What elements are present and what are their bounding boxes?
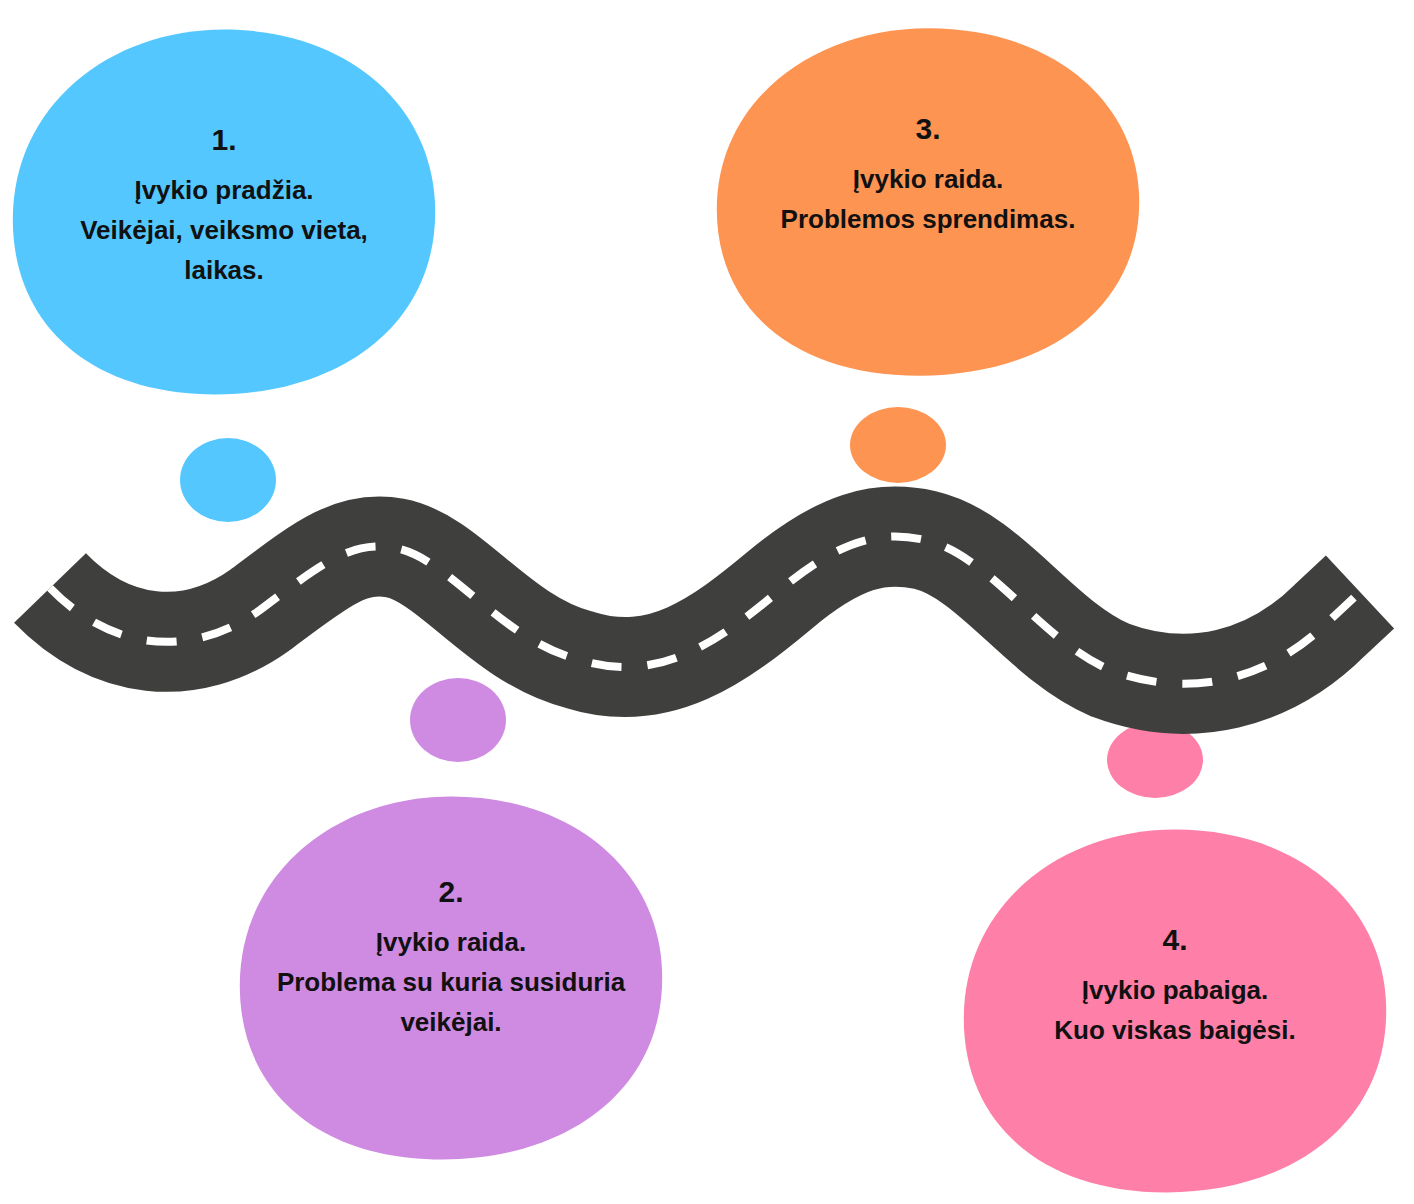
step-text: Problema su kuria susiduria veikėjai. bbox=[271, 962, 631, 1043]
step-number: 2. bbox=[271, 869, 631, 916]
step-text: Įvykio raida. bbox=[748, 159, 1108, 199]
story-bubble: 1. Įvykio pradžia.Veikėjai, veiksmo vieta… bbox=[4, 22, 444, 402]
step-number: 4. bbox=[995, 917, 1355, 964]
step-text: Įvykio pradžia. bbox=[44, 170, 404, 210]
road-center-line bbox=[50, 537, 1360, 684]
step-text: Problemos sprendimas. bbox=[748, 199, 1108, 239]
bubble-text: 1. Įvykio pradžia.Veikėjai, veiksmo vieta… bbox=[44, 117, 404, 290]
small-bubble bbox=[410, 678, 506, 762]
step-text: Įvykio pabaiga. bbox=[995, 970, 1355, 1010]
bubble-shape bbox=[4, 22, 444, 402]
small-bubble bbox=[180, 438, 276, 522]
bubble-text: 4. Įvykio pabaiga.Kuo viskas baigėsi. bbox=[995, 917, 1355, 1050]
step-number: 1. bbox=[44, 117, 404, 164]
story-bubble: 2. Įvykio raida.Problema su kuria susidur… bbox=[231, 789, 671, 1167]
road bbox=[50, 537, 1360, 684]
step-text: Įvykio raida. bbox=[271, 922, 631, 962]
bubble-text: 3. Įvykio raida.Problemos sprendimas. bbox=[748, 106, 1108, 239]
bubble-shape bbox=[708, 21, 1148, 383]
small-bubble bbox=[850, 407, 946, 483]
step-number: 3. bbox=[748, 106, 1108, 153]
bubble-text: 2. Įvykio raida.Problema su kuria susidur… bbox=[271, 869, 631, 1042]
step-text: Kuo viskas baigėsi. bbox=[995, 1010, 1355, 1050]
story-bubble: 4. Įvykio pabaiga.Kuo viskas baigėsi. bbox=[955, 822, 1395, 1200]
bubble-shape bbox=[955, 822, 1395, 1200]
story-bubble: 3. Įvykio raida.Problemos sprendimas. bbox=[708, 21, 1148, 383]
step-text: Veikėjai, veiksmo vieta, laikas. bbox=[44, 210, 404, 291]
